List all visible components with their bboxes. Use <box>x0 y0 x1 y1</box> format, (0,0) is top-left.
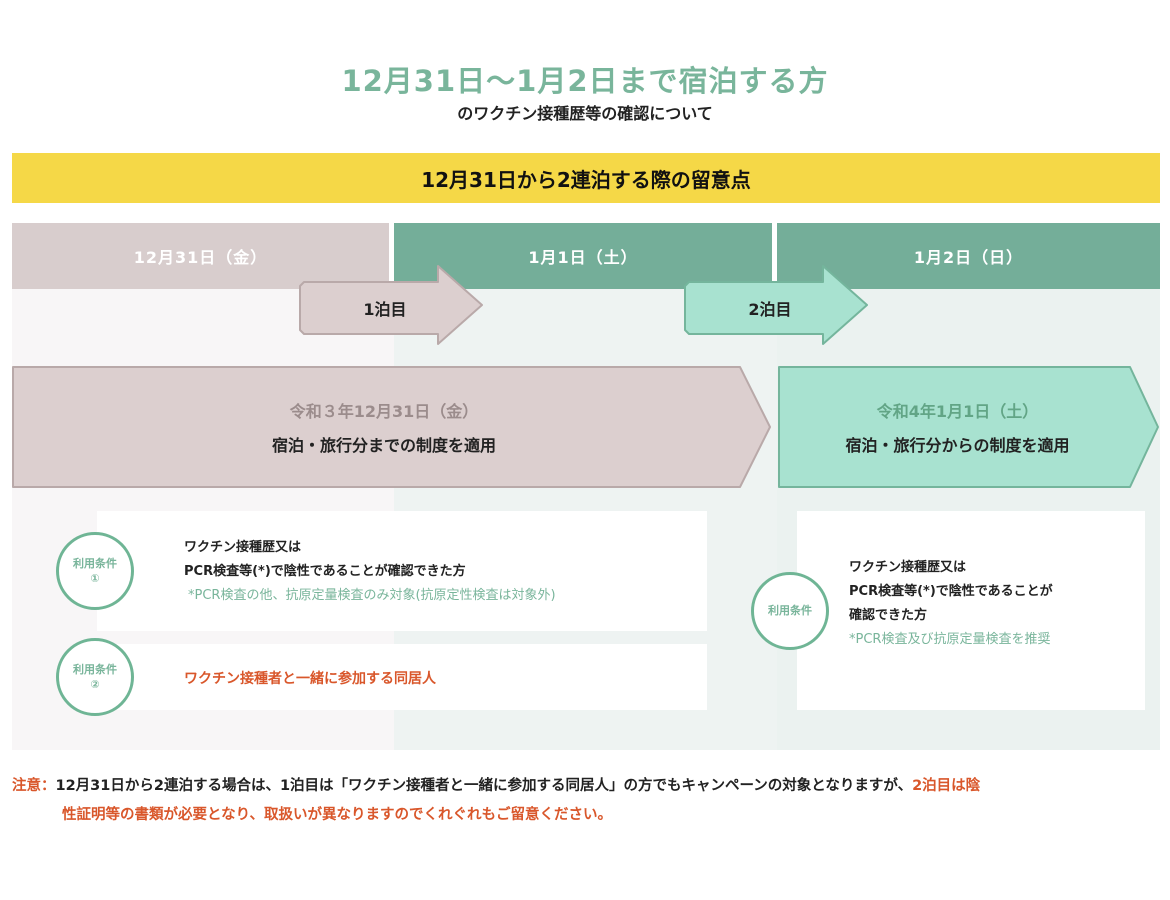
night1-arrow-shape <box>299 265 483 345</box>
period-new-description: 宿泊・旅行分からの制度を適用 <box>845 436 1070 455</box>
notice-line1: 注意：12月31日から2連泊する場合は、1泊目は「ワクチン接種者と一緒に参加する… <box>12 772 1160 801</box>
condition-badge-number: ① <box>90 572 100 585</box>
condition-badge-label: 利用条件 <box>768 604 812 618</box>
condition-1-badge: 利用条件 ① <box>56 532 134 610</box>
condition-2-badge: 利用条件 ② <box>56 638 134 716</box>
day-header-label: 1月1日（土） <box>528 248 638 267</box>
period-new-date: 令和4年1月1日（土） <box>876 402 1039 421</box>
period-old-date: 令和３年12月31日（金） <box>289 402 479 421</box>
notice-prefix: 注意： <box>12 778 56 794</box>
condition-badge-label: 利用条件 <box>73 556 117 570</box>
night2-arrow: 2泊目 <box>685 282 855 334</box>
condition-2-card <box>97 644 707 710</box>
condition-new-line2: PCR検査等(*)で陰性であることが <box>849 584 1053 599</box>
condition-new-badge: 利用条件 <box>751 572 829 650</box>
day-header-label: 12月31日（金） <box>133 248 268 267</box>
condition-2-text: ワクチン接種者と一緒に参加する同居人 <box>184 671 436 687</box>
condition-new-content: ワクチン接種歴又は PCR検査等(*)で陰性であることが 確認できた方 *PCR… <box>849 556 1139 652</box>
day-header-jan2: 1月2日（日） <box>777 223 1160 289</box>
night1-label: 1泊目 <box>363 300 407 319</box>
condition-1-card <box>97 511 707 631</box>
night2-label: 2泊目 <box>748 300 792 319</box>
condition-new-note: *PCR検査及び抗原定量検査を推奨 <box>849 632 1051 647</box>
condition-1-line2: PCR検査等(*)で陰性であることが確認できた方 <box>184 564 466 579</box>
page-subtitle: のワクチン接種歴等の確認について <box>457 104 713 123</box>
period-old: 令和３年12月31日（金） 宿泊・旅行分までの制度を適用 <box>14 368 754 486</box>
period-new-arrow-shape <box>778 366 1159 488</box>
condition-1-note: *PCR検査の他、抗原定量検査のみ対象(抗原定性検査は対象外) <box>188 588 556 603</box>
condition-new-card <box>797 511 1145 710</box>
period-old-description: 宿泊・旅行分までの制度を適用 <box>271 436 496 455</box>
notice-emphasis-2: 性証明等の書類が必要となり、取扱いが異なりますのでくれぐれもご留意ください。 <box>62 807 612 823</box>
condition-1-line1: ワクチン接種歴又は <box>184 540 302 555</box>
banner-text: 12月31日から2連泊する際の留意点 <box>421 167 751 192</box>
notice-body: 12月31日から2連泊する場合は、1泊目は「ワクチン接種者と一緒に参加する同居人… <box>55 778 913 794</box>
day-header-dec31: 12月31日（金） <box>12 223 389 289</box>
condition-1-content: ワクチン接種歴又は PCR検査等(*)で陰性であることが確認できた方 *PCR検… <box>184 536 704 608</box>
period-old-arrow-shape <box>12 366 771 488</box>
day-header-label: 1月2日（日） <box>913 248 1024 267</box>
night2-arrow-shape <box>684 265 868 345</box>
night1-arrow: 1泊目 <box>300 282 470 334</box>
condition-badge-label: 利用条件 <box>73 662 117 676</box>
condition-new-line1: ワクチン接種歴又は <box>849 560 967 575</box>
day-header-jan1: 1月1日（土） <box>394 223 772 289</box>
page-title: 12月31日～1月2日まで宿泊する方 <box>341 64 829 98</box>
condition-badge-number: ② <box>90 678 100 691</box>
notice-emphasis-1: 2泊目は陰 <box>912 778 981 794</box>
banner: 12月31日から2連泊する際の留意点 <box>12 153 1160 203</box>
condition-new-line3: 確認できた方 <box>849 608 928 623</box>
notice: 注意：12月31日から2連泊する場合は、1泊目は「ワクチン接種者と一緒に参加する… <box>12 772 1160 830</box>
period-new: 令和4年1月1日（土） 宿泊・旅行分からの制度を適用 <box>780 368 1135 486</box>
